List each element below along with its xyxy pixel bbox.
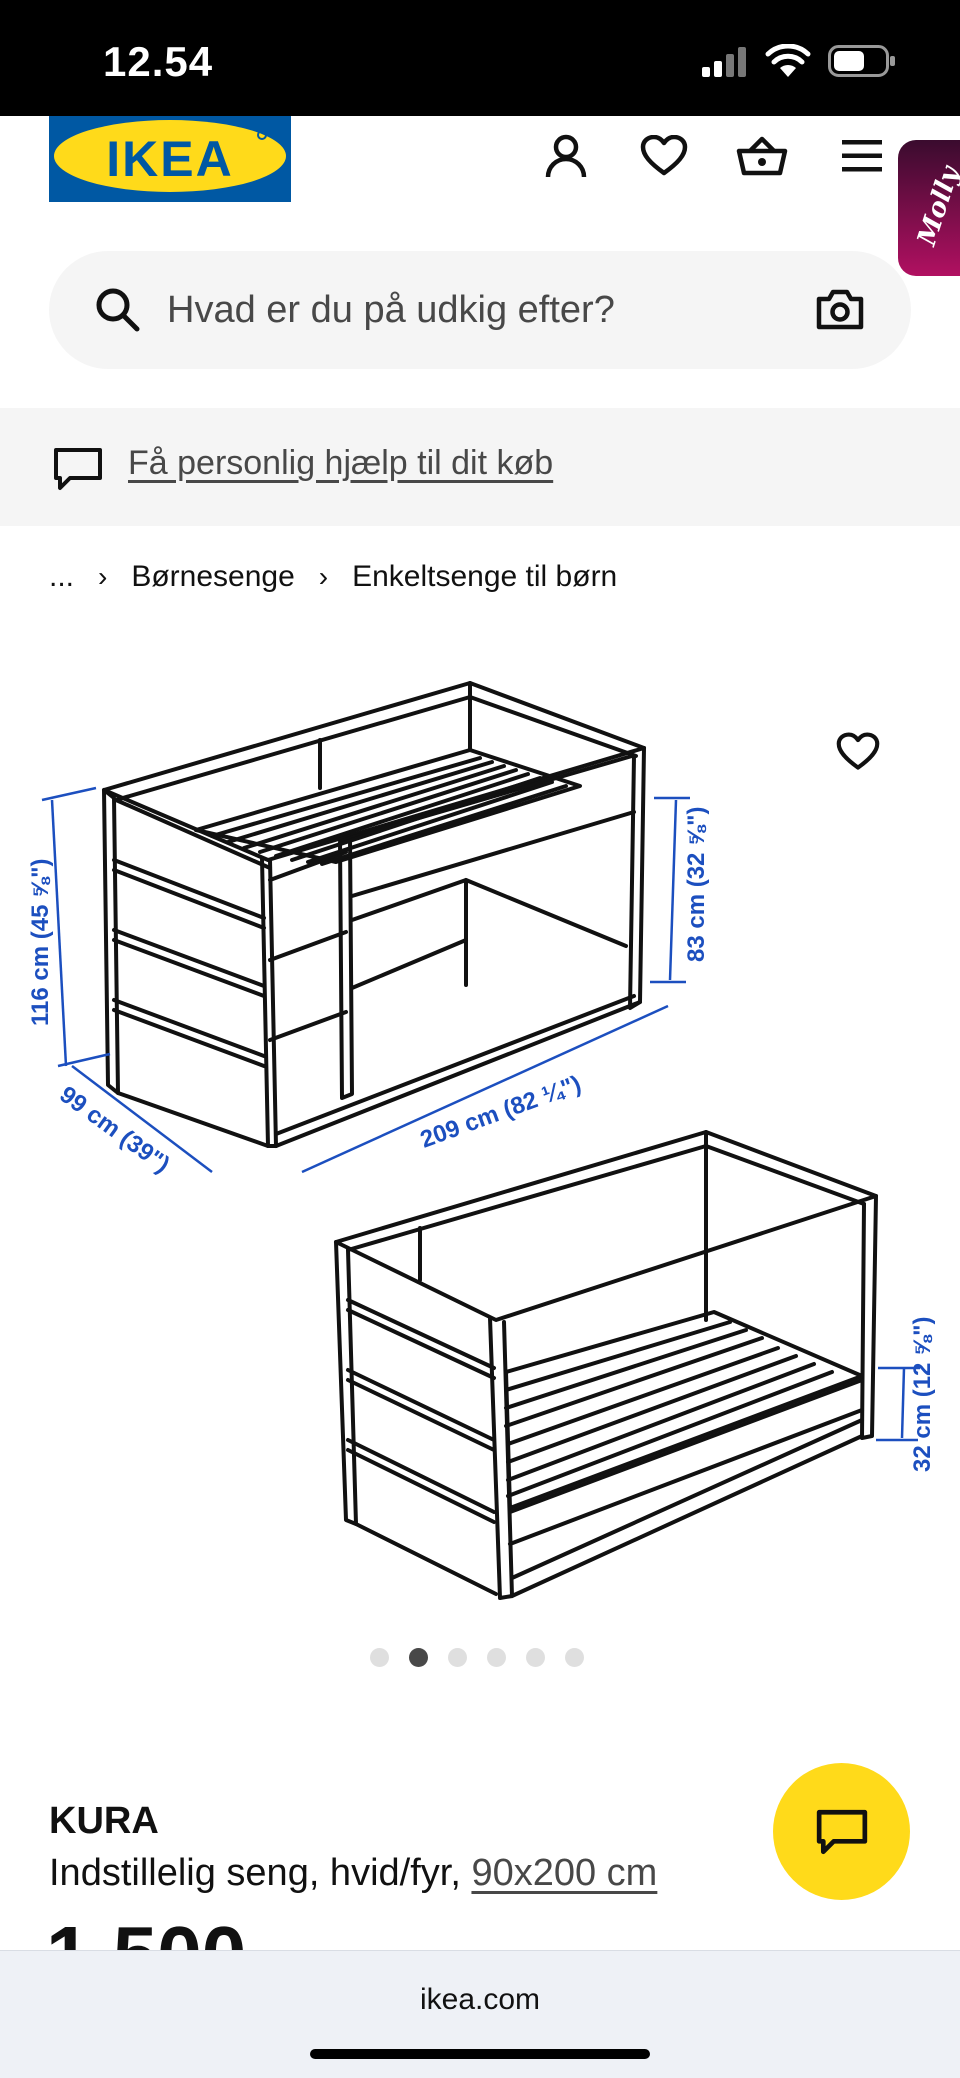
personal-help-bar: Få personlig hjælp til dit køb [0,408,960,526]
chat-bubble-icon [54,448,102,490]
product-size-link[interactable]: 90x200 cm [471,1852,658,1894]
browser-bottom-bar: ikea.com [0,1950,960,2078]
registered-mark-icon [257,130,267,140]
search-icon [96,288,140,332]
product-description: Indstillelig seng, hvid/fyr, 90x200 cm [49,1852,657,1895]
breadcrumb-item-childrens-beds[interactable]: Børnesenge [131,560,295,593]
dimension-height-upper: 83 cm (32 ⅝") [683,807,710,962]
dimension-height-lower: 32 cm (12 ⅝") [909,1317,936,1472]
cellular-signal-icon [702,47,746,77]
logo-text: IKEA [106,131,234,187]
assistant-tab[interactable]: Molly [898,140,960,276]
chevron-right-icon: › [318,561,329,592]
account-button[interactable] [538,128,594,184]
carousel-dot-active[interactable] [409,1648,428,1667]
image-carousel-dots [370,1648,584,1667]
bed-loft-drawing [102,681,646,1148]
home-indicator[interactable] [310,2049,650,2059]
price-clip: 1.500 [0,1915,960,1950]
dimension-height-total: 116 cm (45 ⅝") [27,859,54,1026]
hamburger-menu-icon [842,140,882,172]
dimension-lines [41,786,920,1442]
logo-oval [54,120,286,192]
status-bar: 12.54 [0,0,960,116]
camera-search-icon[interactable] [815,287,865,331]
chat-button[interactable] [773,1763,910,1900]
product-name: KURA [49,1800,159,1842]
address-bar-url[interactable]: ikea.com [419,1983,541,2016]
basket-icon [736,136,788,176]
ikea-logo[interactable]: IKEA [49,116,291,202]
breadcrumb-more[interactable]: ... [49,560,75,593]
breadcrumb-item-single-beds[interactable]: Enkeltsenge til børn [352,560,618,593]
personal-help-link[interactable]: Få personlig hjælp til dit køb [128,444,554,482]
carousel-dot[interactable] [370,1648,389,1667]
search-bar[interactable]: Hvad er du på udkig efter? [49,251,911,369]
carousel-dot[interactable] [565,1648,584,1667]
product-image[interactable]: 116 cm (45 ⅝") 83 cm (32 ⅝") 99 cm (39")… [0,640,960,1640]
battery-icon [828,45,895,77]
status-time: 12.54 [103,38,214,85]
assistant-label: Molly [912,162,960,250]
search-input[interactable]: Hvad er du på udkig efter? [167,289,615,331]
carousel-dot[interactable] [487,1648,506,1667]
add-to-favourites-icon[interactable] [836,732,880,772]
carousel-dot[interactable] [448,1648,467,1667]
bed-low-drawing [334,1130,878,1600]
basket-button[interactable] [734,128,790,184]
account-icon [545,134,587,178]
chevron-right-icon: › [98,561,108,592]
chat-icon [816,1809,867,1854]
breadcrumb: ... › Børnesenge › Enkeltsenge til børn [49,560,617,594]
favourites-button[interactable] [636,128,692,184]
heart-icon [640,135,688,176]
product-description-text: Indstillelig seng, hvid/fyr, [49,1852,461,1894]
menu-button[interactable] [834,128,890,184]
carousel-dot[interactable] [526,1648,545,1667]
product-price: 1.500 [46,1915,246,1950]
wifi-icon [765,44,811,77]
